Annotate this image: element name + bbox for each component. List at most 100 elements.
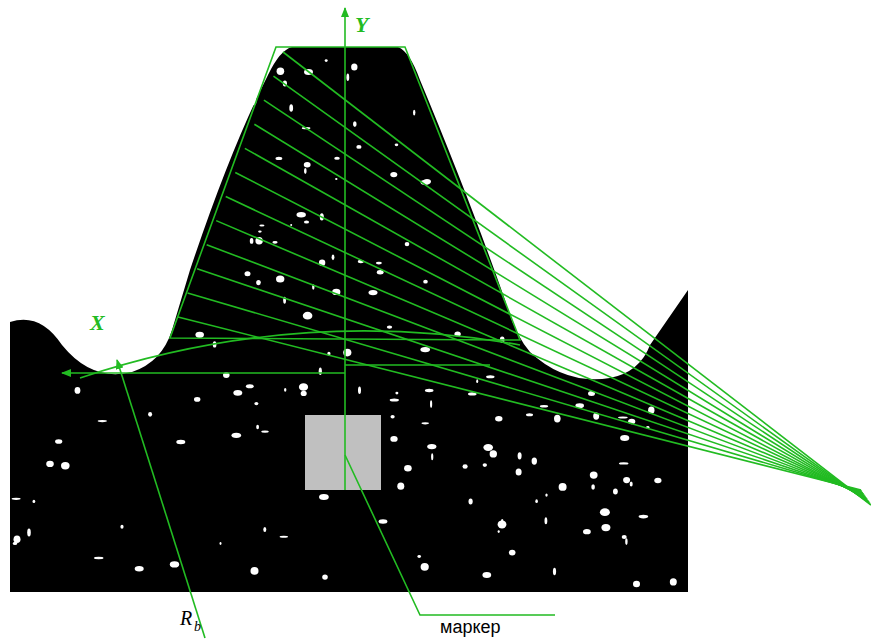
speckle — [654, 478, 661, 483]
tangent-line — [188, 293, 862, 491]
axis-label: X — [90, 312, 105, 334]
speckle — [276, 157, 283, 160]
speckle — [254, 402, 258, 405]
speckle — [12, 498, 21, 500]
speckle — [299, 383, 308, 391]
speckle — [486, 375, 494, 378]
tangent-line — [254, 124, 868, 501]
speckle — [509, 550, 516, 556]
speckle — [390, 172, 397, 177]
tangent-line — [216, 221, 864, 496]
speckle — [483, 444, 493, 451]
speckle — [251, 567, 259, 575]
speckle — [623, 477, 630, 483]
speckle — [194, 397, 200, 402]
speckle — [319, 368, 322, 376]
speckle — [220, 542, 222, 545]
speckle — [325, 59, 328, 62]
speckle — [590, 471, 598, 478]
speckle — [356, 145, 361, 149]
speckle — [290, 224, 292, 226]
speckle — [540, 405, 548, 408]
speckle — [353, 121, 357, 127]
speckle — [532, 458, 537, 465]
speckle — [272, 241, 277, 244]
speckle — [535, 499, 538, 503]
speckle — [376, 262, 382, 265]
radius-label: R — [180, 608, 192, 628]
speckle — [553, 568, 556, 576]
speckle — [195, 332, 204, 338]
speckle — [379, 519, 388, 523]
speckle — [280, 536, 288, 538]
leader-line — [117, 360, 205, 638]
speckle — [276, 276, 284, 283]
speckle — [304, 168, 307, 174]
tangent-line — [273, 76, 870, 504]
speckle — [427, 444, 436, 449]
speckle — [554, 415, 561, 423]
speckle — [559, 483, 567, 491]
speckle — [618, 416, 628, 418]
speckle — [591, 484, 595, 489]
speckle — [148, 412, 152, 417]
speckle — [613, 489, 618, 495]
speckle — [463, 464, 468, 468]
speckle — [335, 178, 337, 180]
speckle — [135, 566, 144, 571]
speckle — [75, 387, 81, 394]
speckle — [670, 578, 677, 585]
speckle — [256, 425, 259, 429]
speckle — [33, 500, 36, 503]
speckle — [334, 157, 340, 160]
speckle — [61, 462, 70, 469]
speckle — [397, 483, 404, 490]
speckle — [233, 390, 242, 396]
speckle — [619, 462, 629, 464]
speckle — [246, 384, 254, 388]
speckle — [476, 379, 478, 383]
speckle — [430, 400, 432, 408]
speckle — [346, 73, 349, 81]
speckle — [289, 104, 293, 112]
speckle — [516, 468, 522, 475]
speckle — [417, 555, 421, 558]
tangent-lines — [178, 52, 871, 505]
speckle — [387, 326, 392, 329]
speckle — [633, 581, 640, 587]
speckle — [526, 413, 533, 416]
speckle — [420, 347, 430, 352]
speckle — [495, 416, 502, 421]
speckle — [277, 68, 285, 75]
speckle — [358, 386, 361, 394]
speckle — [413, 110, 415, 116]
speckle — [303, 312, 313, 320]
speckle — [518, 452, 522, 459]
marker-label: маркер — [440, 618, 501, 636]
speckle — [395, 392, 398, 395]
speckle — [94, 557, 104, 559]
tangent-line — [226, 197, 866, 497]
tangent-line — [178, 317, 861, 490]
speckle — [55, 439, 62, 444]
speckle — [250, 238, 254, 244]
speckle — [421, 563, 429, 571]
speckle — [422, 422, 429, 424]
tangent-line — [283, 52, 871, 505]
x-axis — [62, 372, 345, 374]
speckle — [258, 231, 262, 233]
speckle — [297, 212, 306, 217]
speckle — [120, 525, 123, 529]
speckle — [284, 388, 286, 392]
speckle — [490, 450, 497, 457]
speckle — [332, 254, 335, 260]
speckle — [390, 436, 397, 442]
speckle — [395, 143, 399, 146]
speckle — [176, 440, 185, 444]
speckle — [625, 538, 627, 545]
axis-label: Y — [355, 14, 368, 36]
speckle — [216, 72, 224, 77]
speckle — [425, 389, 434, 392]
speckle — [319, 494, 329, 500]
